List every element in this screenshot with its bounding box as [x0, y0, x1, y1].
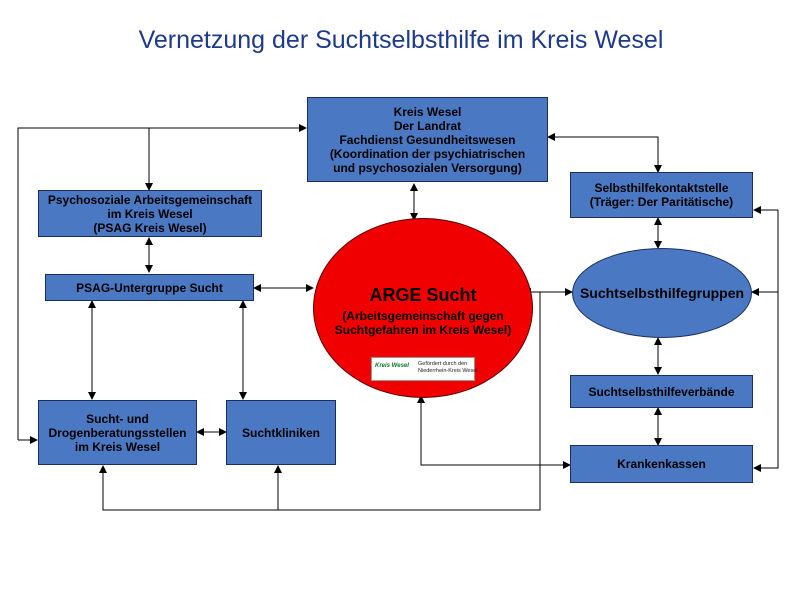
- node-text: (Träger: Der Paritätische): [589, 195, 734, 209]
- arge-subtitle: (Arbeitsgemeinschaft gegen Suchtgefahren…: [314, 309, 532, 337]
- node-text: im Kreis Wesel: [74, 439, 161, 454]
- node-kontaktstelle: Selbsthilfekontaktstelle (Träger: Der Pa…: [570, 172, 753, 218]
- node-text: PSAG-Untergruppe Sucht: [76, 280, 223, 295]
- node-text: Selbsthilfekontaktstelle: [594, 181, 729, 195]
- node-text: Krankenkassen: [617, 457, 706, 471]
- node-suchtselbsthilfegruppen: Suchtselbsthilfegruppen: [572, 248, 752, 338]
- arge-title: ARGE Sucht: [369, 285, 477, 305]
- logo-caption-line: Gefördert durch den: [418, 361, 468, 367]
- arge-subtitle-line: Suchtgefahren im Kreis Wesel): [334, 323, 512, 337]
- node-suchtkliniken: Suchtkliniken: [226, 400, 336, 465]
- node-text: Drogenberatungsstellen: [48, 425, 187, 440]
- node-text: und psychosozialen Versorgung): [333, 160, 522, 175]
- node-krankenkassen: Krankenkassen: [570, 445, 753, 483]
- node-text: Fachdienst Gesundheitswesen: [339, 132, 516, 147]
- logo-caption: Gefördert durch den Niederrhein-Kreis We…: [418, 361, 478, 375]
- node-arge-sucht: ARGE Sucht (Arbeitsgemeinschaft gegen Su…: [313, 218, 533, 398]
- node-text: (Koordination der psychiatrischen: [329, 146, 526, 161]
- node-text: Suchtkliniken: [241, 425, 321, 440]
- logo-text: Kreis Wesel: [375, 363, 409, 369]
- node-text: Suchtselbsthilfegruppen: [579, 285, 745, 301]
- arge-subtitle-line: (Arbeitsgemeinschaft gegen: [342, 309, 504, 323]
- page-title: Vernetzung der Suchtselbsthilfe im Kreis…: [138, 26, 664, 54]
- node-text: Suchtselbsthilfeverbände: [588, 384, 735, 399]
- node-text: im Kreis Wesel: [107, 206, 193, 221]
- node-text: Der Landrat: [393, 118, 462, 133]
- node-psag: Psychosoziale Arbeitsgemeinschaft im Kre…: [38, 190, 262, 237]
- node-text: Kreis Wesel: [393, 104, 462, 119]
- logo-caption-line: Niederrhein-Kreis Wesel: [418, 368, 478, 374]
- node-psag-untergruppe: PSAG-Untergruppe Sucht: [45, 274, 254, 301]
- node-kreis-wesel: Kreis Wesel Der Landrat Fachdienst Gesun…: [307, 97, 548, 182]
- node-beratungsstellen: Sucht- und Drogenberatungsstellen im Kre…: [38, 400, 197, 465]
- node-text: Sucht- und: [86, 411, 149, 426]
- node-verbaende: Suchtselbsthilfeverbände: [570, 375, 753, 408]
- node-text: Psychosoziale Arbeitsgemeinschaft: [47, 192, 253, 207]
- node-text: (PSAG Kreis Wesel): [93, 220, 207, 235]
- kreis-wesel-logo: Kreis Wesel Gefördert durch den Niederrh…: [371, 357, 478, 381]
